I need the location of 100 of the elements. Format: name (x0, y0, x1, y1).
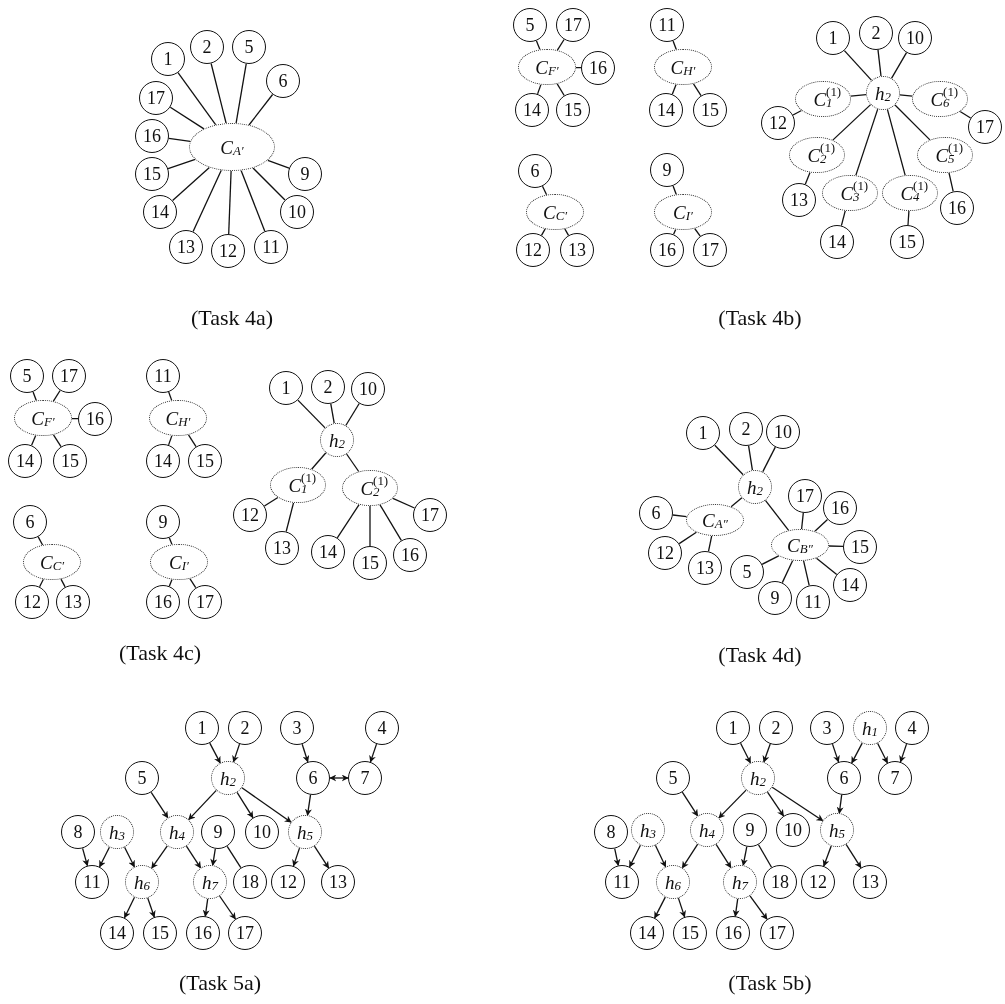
edge-line (694, 227, 701, 237)
numbered-node-circle: 14 (649, 93, 683, 127)
edge-line (764, 499, 790, 531)
edge-line (730, 497, 743, 508)
numbered-node-circle: 4 (365, 711, 399, 745)
numbered-node-circle: 9 (650, 153, 684, 187)
arrow (749, 895, 768, 920)
edge-line (899, 94, 914, 97)
edge-line (228, 170, 232, 235)
arrow (628, 844, 642, 868)
numbered-node-circle: 16 (940, 191, 974, 225)
edge-line (392, 497, 416, 509)
arrow (301, 743, 310, 763)
numbered-node-circle: 9 (758, 581, 792, 615)
numbered-node-circle: 7 (348, 761, 382, 795)
latent-node-ellipse: h$_{4}$ (160, 815, 194, 849)
arrow (851, 742, 863, 764)
numbered-node-circle: 17 (760, 916, 794, 950)
edge-line (240, 169, 266, 232)
numbered-node-circle: 2 (859, 16, 893, 50)
latent-node-ellipse: C$_{F′}$ (14, 400, 72, 436)
edge-line (171, 166, 211, 202)
numbered-node-circle: 1 (716, 711, 750, 745)
numbered-node-circle: 11 (796, 585, 830, 619)
arrow (681, 791, 699, 817)
edge-line (345, 453, 360, 473)
arrow (98, 846, 111, 868)
numbered-node-circle: 17 (188, 585, 222, 619)
numbered-node-circle: 17 (968, 110, 1002, 144)
edge-line (189, 578, 197, 589)
edge-line (210, 62, 227, 124)
numbered-node-circle: 15 (135, 157, 169, 191)
latent-node-ellipse: h$_{2}$ (320, 423, 354, 457)
edge-line (747, 445, 754, 471)
edge-line (762, 446, 776, 473)
latent-node-ellipse: h$_{3}$ (631, 813, 665, 847)
edge-line (672, 185, 677, 196)
edge-line (285, 502, 295, 533)
edge-line (369, 505, 371, 547)
numbered-node-circle: 17 (556, 8, 590, 42)
arrow (304, 794, 312, 816)
numbered-node-circle: 1 (185, 711, 219, 745)
edge-line (330, 403, 335, 424)
numbered-node-circle: 5 (232, 30, 266, 64)
edge-line (855, 108, 879, 177)
arrow (236, 791, 254, 819)
numbered-node-circle: 5 (730, 555, 764, 589)
edge-line (815, 557, 838, 576)
numbered-node-circle: 12 (648, 536, 682, 570)
arrow (654, 896, 666, 919)
numbered-node-circle: 17 (413, 498, 447, 532)
numbered-node-circle: 13 (688, 551, 722, 585)
edge-line (948, 172, 954, 193)
numbered-node-circle: 6 (296, 761, 330, 795)
edge-line (252, 167, 286, 201)
edge-line (781, 559, 794, 584)
numbered-node-circle: 14 (833, 568, 867, 602)
numbered-node-circle: 6 (266, 64, 300, 98)
numbered-node-circle: 13 (321, 865, 355, 899)
edge-line (336, 503, 360, 539)
latent-node-ellipse: h$_{5}$ (820, 813, 854, 847)
edge-line (167, 158, 196, 170)
latent-node-ellipse: h$_{4}$ (690, 813, 724, 847)
edge-line (802, 560, 810, 587)
numbered-node-circle: 5 (656, 761, 690, 795)
edge-line (672, 228, 677, 235)
latent-node-ellipse: C$_{F′}$ (518, 49, 576, 85)
latent-node-ellipse: h$_{1}$ (853, 711, 887, 745)
latent-node-ellipse: h$_{2}$ (866, 76, 900, 110)
numbered-node-circle: 14 (143, 195, 177, 229)
edge-line (267, 159, 290, 169)
latent-node-ellipse: C$_{H′}$ (149, 400, 207, 436)
numbered-node-circle: 8 (61, 815, 95, 849)
numbered-node-circle: 2 (759, 711, 793, 745)
numbered-node-circle: 14 (100, 916, 134, 950)
latent-node-ellipse: h$_{6}$ (656, 865, 690, 899)
edge-line (556, 83, 565, 97)
panel-caption: (Task 5a) (178, 970, 262, 996)
edge-line (52, 389, 61, 402)
latent-node-ellipse: h$_{2}$ (738, 470, 772, 504)
latent-node-ellipse: C$_{C′}$ (526, 194, 584, 230)
latent-node-ellipse: C$_{A″}$ (686, 504, 744, 536)
arrow (210, 848, 218, 866)
numbered-node-circle: 9 (201, 815, 235, 849)
arrow (766, 791, 785, 817)
numbered-node-circle: 14 (515, 93, 549, 127)
arrow (188, 789, 217, 821)
numbered-node-circle: 1 (151, 42, 185, 76)
numbered-node-circle: 10 (280, 195, 314, 229)
numbered-node-circle: 13 (853, 865, 887, 899)
numbered-node-circle: 12 (516, 233, 550, 267)
edge-line (832, 103, 872, 141)
edge-line (235, 63, 247, 124)
numbered-node-circle: 4 (895, 711, 929, 745)
numbered-node-circle: 15 (673, 916, 707, 950)
edge-line (536, 83, 542, 95)
panel-caption: (Task 4c) (118, 640, 202, 666)
edge-line (297, 399, 326, 429)
numbered-node-circle: 9 (733, 813, 767, 847)
numbered-node-circle: 3 (280, 711, 314, 745)
